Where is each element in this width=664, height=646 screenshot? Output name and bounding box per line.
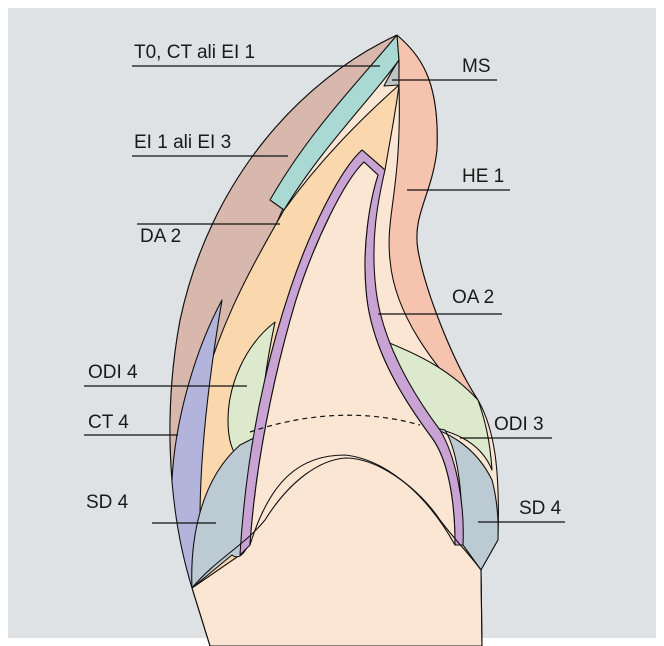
label-he1-text: HE 1 bbox=[462, 166, 504, 187]
label-odi4-text: ODI 4 bbox=[88, 362, 138, 383]
label-ct4-text: CT 4 bbox=[88, 412, 129, 433]
label-sd4-left-text: SD 4 bbox=[86, 492, 129, 513]
label-t0-ct-ei1-text: T0, CT ali EI 1 bbox=[134, 42, 255, 63]
label-sd4-right-text: SD 4 bbox=[519, 498, 562, 519]
label-ms-text: MS bbox=[462, 56, 491, 77]
label-odi3-text: ODI 3 bbox=[494, 414, 544, 435]
label-ei1-ei3-text: EI 1 ali EI 3 bbox=[134, 132, 231, 153]
label-da2-text: DA 2 bbox=[140, 226, 181, 247]
label-oa2-text: OA 2 bbox=[452, 287, 494, 308]
